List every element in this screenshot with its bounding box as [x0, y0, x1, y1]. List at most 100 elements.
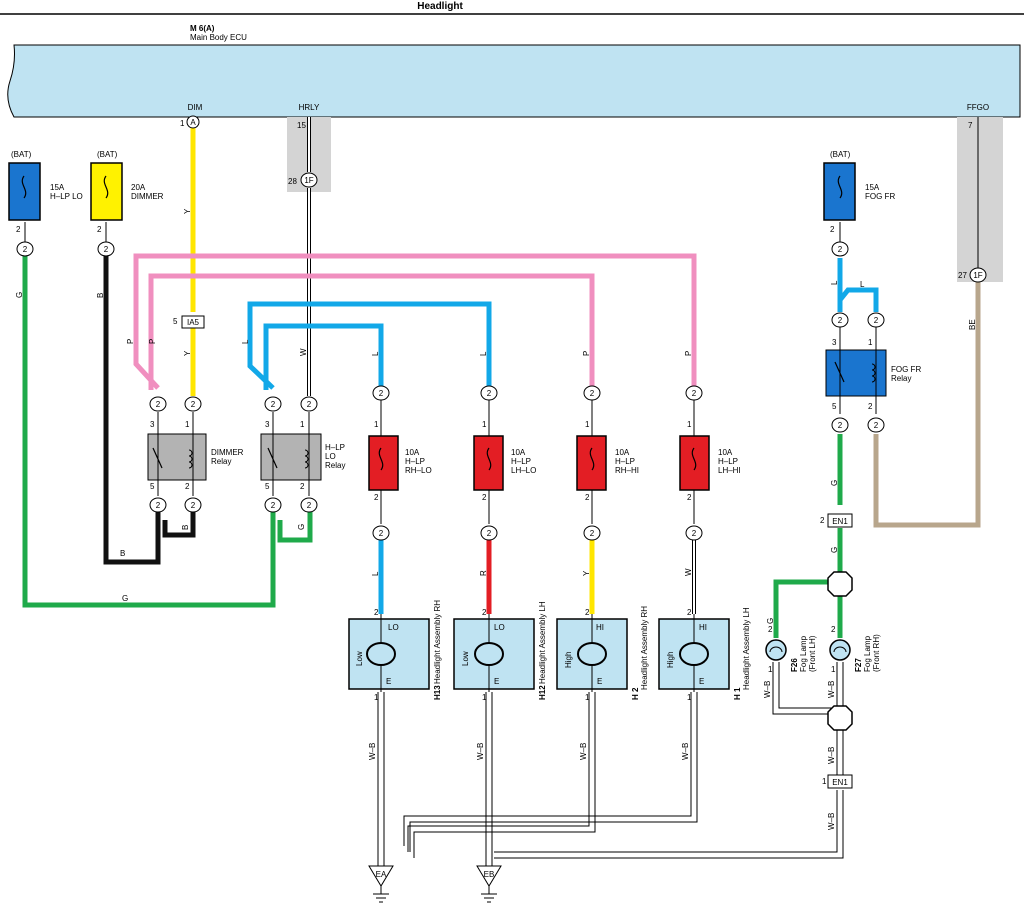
pin-conn: 2: [149, 497, 167, 513]
connector-ia5: IA5: [181, 315, 205, 329]
fuse-hlp-lo-name: H–LP LO: [50, 192, 83, 201]
relay-dimmer: DIMMER Relay: [147, 412, 244, 496]
pin-number: 5: [150, 482, 155, 491]
pin-conn: 2: [264, 396, 282, 412]
fog-lamp-f26: F26 Fog Lamp (Front LH): [765, 635, 817, 672]
fog-lamp-f27-name: Fog Lamp: [863, 635, 872, 672]
wire-g-main: [22, 255, 276, 608]
connector-1f-hrly-label: 1F: [304, 176, 313, 185]
lamp-h12: LO E Low H12 Headlight Assembly LH: [453, 601, 547, 700]
wire-label: Y: [183, 350, 192, 356]
pin-number: 5: [173, 317, 178, 326]
wire-label: L: [371, 571, 380, 576]
lamp-h2-id: H 2: [631, 687, 640, 700]
pin-conn: 2: [372, 385, 390, 401]
pin-number: 5: [265, 482, 270, 491]
wire-l-outer: [247, 301, 492, 390]
ground-ea: EA: [368, 865, 394, 903]
pin-conn: 2: [149, 396, 167, 412]
pin-conn-label: 2: [874, 316, 879, 325]
wire-l-fog-branch: [838, 287, 879, 312]
fuse-lh-hi-amps: 10A: [718, 448, 733, 457]
relay-fog-fr: FOG FR Relay: [825, 326, 921, 414]
pin-number: 5: [832, 402, 837, 411]
pin-number: 1: [180, 119, 185, 128]
pin-number: 1: [768, 665, 773, 674]
fog-lamp-f26-name: Fog Lamp: [799, 635, 808, 672]
fuse-rh-hi-l2: RH–HI: [615, 466, 639, 475]
pin-number: 2: [300, 482, 305, 491]
pin-number: 2: [831, 625, 836, 634]
pin-conn-label: 2: [104, 245, 109, 254]
wire-label: W: [684, 568, 693, 576]
fog-lamp-f27-id: F27: [854, 658, 863, 672]
wire-label: L: [371, 351, 380, 356]
wire-label: W–B: [476, 743, 485, 760]
connector-en1-upper: EN1: [827, 513, 853, 528]
pin-conn: 2: [583, 525, 601, 541]
pin-conn: 2: [831, 312, 849, 328]
pin-conn: 2: [16, 241, 34, 257]
lamp-h12-id: H12: [538, 685, 547, 700]
wire-l-inner: [263, 323, 384, 390]
pin-number: 2: [687, 493, 692, 502]
connector-a-label: A: [190, 118, 196, 127]
wire-g-fog-lh: [773, 579, 828, 638]
pin-number: 2: [687, 608, 692, 617]
fuse-hlp-lo-source: (BAT): [11, 150, 32, 159]
pin-number: 1: [687, 693, 692, 702]
wire-label: W–B: [827, 747, 836, 764]
connector-1f-hrly: 1F: [300, 172, 318, 188]
fuse-rh-lo-amps: 10A: [405, 448, 420, 457]
pin-conn-label: 2: [590, 389, 595, 398]
pin-number: 1: [585, 693, 590, 702]
relay-dimmer-l2: Relay: [211, 457, 231, 466]
lamp-h13-term-top: LO: [388, 623, 399, 632]
fuse-fog-fr-name: FOG FR: [865, 192, 895, 201]
fuse-lh-hi-l2: LH–HI: [718, 466, 741, 475]
pin-conn-label: 2: [191, 400, 196, 409]
wire-label: P: [126, 339, 135, 344]
wire-p-inner: [148, 273, 595, 390]
fuse-hlp-lo: (BAT) 15A H–LP LO: [8, 150, 83, 221]
lamp-h1-name: Headlight Assembly LH: [742, 607, 751, 690]
pin-conn-label: 2: [307, 400, 312, 409]
fog-lamp-f26-id: F26: [790, 658, 799, 672]
connector-1f-ffgo: 1F: [969, 267, 987, 283]
pin-conn: 2: [867, 417, 885, 433]
pin-number: 28: [288, 177, 297, 186]
pin-number: 2: [585, 608, 590, 617]
ecu-body: [7, 44, 1021, 118]
pin-number: 1: [374, 693, 379, 702]
relay-hlp-lo: H–LP LO Relay: [260, 412, 345, 496]
pin-conn-label: 2: [191, 501, 196, 510]
fuse-rh-hi-l1: H–LP: [615, 457, 635, 466]
fog-lamp-f27: F27 Fog Lamp (Front RH): [829, 634, 881, 672]
pin-number: 1: [185, 420, 190, 429]
wire-label: B: [120, 549, 125, 558]
wire-label: W–B: [827, 813, 836, 830]
pin-number: 3: [832, 338, 837, 347]
pin-number: 2: [185, 482, 190, 491]
lamp-h12-mode: Low: [461, 651, 470, 666]
pin-conn-label: 2: [379, 389, 384, 398]
ecu-pin-ffgo: FFGO: [967, 103, 989, 112]
pin-number: 15: [297, 121, 306, 130]
lamp-h1-mode: High: [666, 652, 675, 668]
fuse-dimmer-amps: 20A: [131, 183, 146, 192]
pin-conn: 2: [583, 385, 601, 401]
pin-conn: 2: [831, 241, 849, 257]
lamp-h12-name: Headlight Assembly LH: [538, 601, 547, 684]
pin-number: 2: [820, 516, 825, 525]
relay-fog-fr-l1: FOG FR: [891, 365, 921, 374]
splice-g: [827, 571, 853, 597]
wire-label: P: [684, 351, 693, 356]
lamp-h13: LO E Low H13 Headlight Assembly RH: [348, 600, 442, 700]
fuse-lh-lo-l1: H–LP: [511, 457, 531, 466]
diagram-title: Headlight: [417, 1, 463, 12]
lamp-h12-term-bot: E: [494, 677, 499, 686]
lamp-h2-name: Headlight Assembly RH: [640, 606, 649, 690]
lamp-h2: HI E High H 2 Headlight Assembly RH: [556, 606, 649, 700]
pin-number: 1: [374, 420, 379, 429]
